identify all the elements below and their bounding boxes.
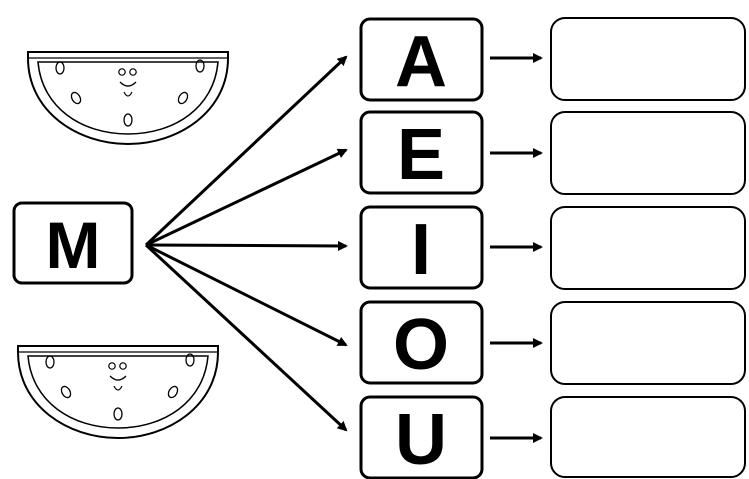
arrow-to-vowel-o <box>145 243 348 347</box>
vowel-letter: O <box>393 305 449 385</box>
answer-box[interactable] <box>550 396 746 478</box>
vowel-box <box>359 395 484 479</box>
answer-box[interactable] <box>550 206 746 290</box>
consonant-letter: M <box>46 208 101 282</box>
answer-box[interactable] <box>550 301 746 385</box>
fan-arrows <box>144 55 348 432</box>
arrow-to-vowel-a <box>144 55 348 247</box>
vowel-row-u: U <box>359 395 746 479</box>
answer-box[interactable] <box>550 17 746 101</box>
vowel-box <box>359 110 484 195</box>
arrow-to-vowel-i <box>145 240 348 251</box>
arrow-to-vowel-u <box>144 243 348 432</box>
vowel-row-o: O <box>359 300 746 385</box>
watermelon-slice-icon <box>17 345 219 440</box>
vowel-row-e: E <box>359 110 746 195</box>
vowel-letter: E <box>397 115 445 195</box>
vowel-letter: A <box>395 22 447 102</box>
vowel-row-a: A <box>359 17 746 102</box>
vowel-row-i: I <box>359 205 746 290</box>
vowel-box <box>359 17 484 102</box>
vowel-box <box>359 205 484 290</box>
answer-box[interactable] <box>550 111 746 195</box>
vowel-letter: U <box>395 400 447 479</box>
vowel-letter: I <box>411 210 431 290</box>
arrow-to-vowel-e <box>145 148 348 247</box>
watermelon-slice-icon <box>27 51 229 146</box>
vowel-box <box>359 300 484 385</box>
consonant-box: M <box>12 201 134 285</box>
